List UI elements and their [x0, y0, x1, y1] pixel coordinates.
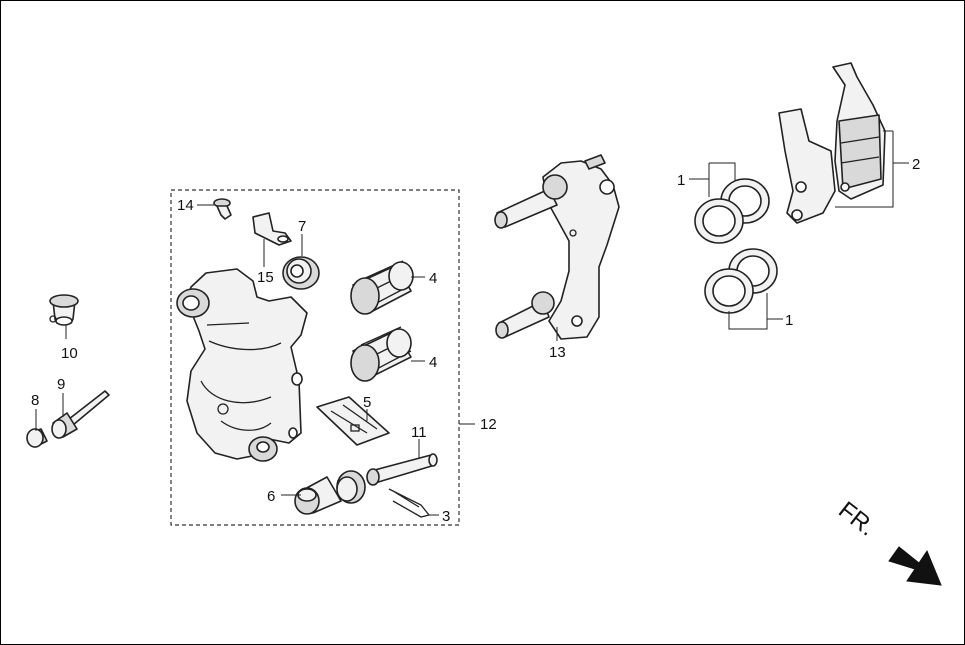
callout-11: 11	[411, 424, 427, 441]
callout-13: 13	[549, 344, 566, 361]
part-8-cap[interactable]	[26, 428, 48, 448]
callout-9: 9	[57, 376, 65, 393]
callout-8: 8	[31, 392, 39, 409]
part-14-screw[interactable]	[213, 198, 232, 220]
callout-1-upper: 1	[677, 172, 685, 189]
callout-12: 12	[480, 416, 497, 433]
part-1-seal-lower[interactable]	[704, 248, 778, 314]
leaders	[35, 130, 909, 516]
callout-15: 15	[257, 269, 274, 286]
part-4-piston-upper[interactable]	[350, 260, 414, 315]
callout-2: 2	[912, 156, 920, 173]
part-2-brake-pads[interactable]	[778, 62, 886, 224]
part-10-bleeder[interactable]	[49, 294, 79, 326]
callout-10: 10	[61, 345, 78, 362]
callout-1-lower: 1	[785, 312, 793, 329]
callout-14: 14	[177, 197, 194, 214]
part-5-pad-spring[interactable]	[316, 396, 390, 446]
part-3-clip[interactable]	[388, 488, 431, 518]
part-13-bracket[interactable]	[494, 154, 620, 340]
direction-arrow-icon	[888, 546, 942, 586]
callout-7: 7	[298, 218, 306, 235]
part-9-bleeder-screw[interactable]	[51, 390, 110, 439]
part-4-piston-lower[interactable]	[350, 326, 412, 382]
part-15-clip[interactable]	[252, 212, 292, 246]
part-7-nut[interactable]	[282, 256, 320, 290]
caliper-assembly-box	[170, 189, 460, 526]
direction-label: FR.	[833, 496, 880, 541]
part-6-boot-pin[interactable]	[294, 470, 366, 515]
part-12-caliper-body[interactable]	[176, 268, 308, 462]
callout-6: 6	[267, 488, 275, 505]
callout-5: 5	[363, 394, 371, 411]
part-11-slide-pin[interactable]	[366, 453, 438, 486]
callout-4-lower: 4	[429, 354, 437, 371]
callout-3: 3	[442, 508, 450, 525]
callout-4-upper: 4	[429, 270, 437, 287]
part-1-seal-upper[interactable]	[694, 178, 770, 244]
